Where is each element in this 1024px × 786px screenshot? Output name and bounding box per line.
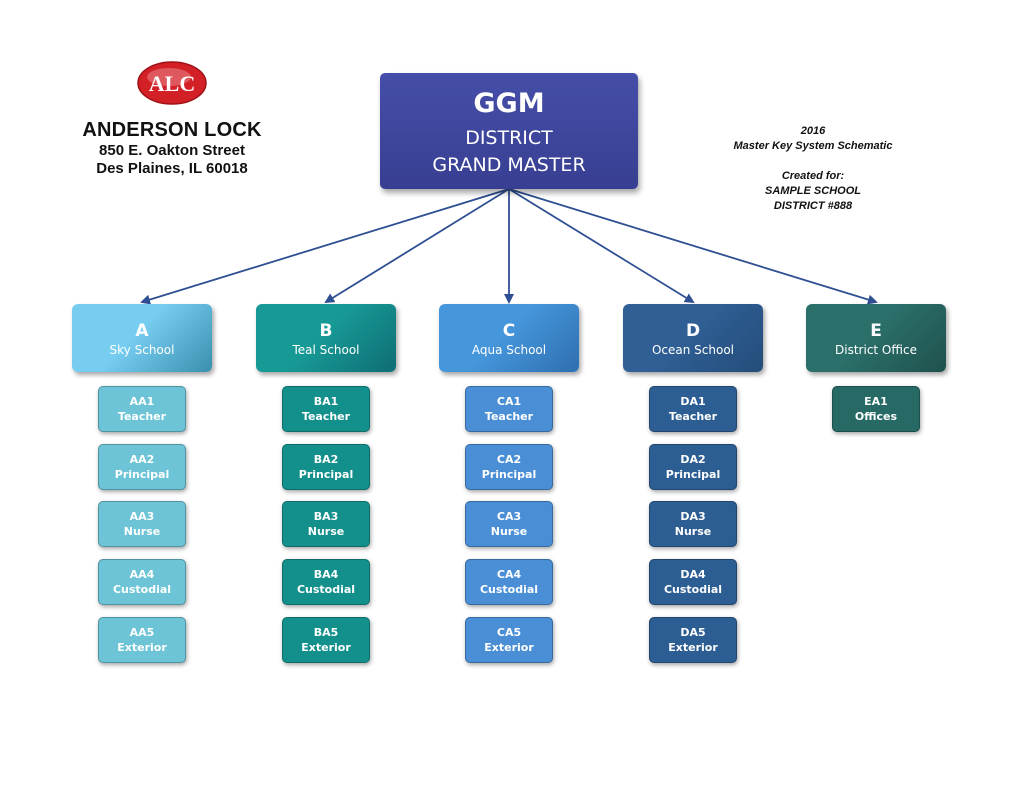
connector-arrow-a xyxy=(140,188,510,305)
group-letter: D xyxy=(685,321,701,341)
key-role: Custodial xyxy=(663,583,723,596)
grand-master-code: GGM xyxy=(473,88,545,119)
key-role: Exterior xyxy=(668,641,718,654)
connector-arrow-b xyxy=(324,188,510,304)
key-code: CA2 xyxy=(496,453,522,466)
info-year: 2016 xyxy=(800,125,826,137)
key-code: BA3 xyxy=(313,510,339,523)
key-code: AA1 xyxy=(129,395,155,408)
group-box-d: D Ocean School xyxy=(623,304,763,372)
key-code: BA4 xyxy=(313,568,339,581)
key-code: AA5 xyxy=(129,626,155,639)
key-role: Exterior xyxy=(484,641,534,654)
info-title: Master Key System Schematic xyxy=(733,140,893,152)
key-role: Teacher xyxy=(117,410,167,423)
key-code: CA3 xyxy=(496,510,522,523)
group-box-e: E District Office xyxy=(806,304,946,372)
group-letter: E xyxy=(870,321,882,341)
key-code: EA1 xyxy=(864,395,888,408)
key-role: Principal xyxy=(114,468,170,481)
key-code: DA3 xyxy=(680,510,706,523)
key-code: CA5 xyxy=(496,626,522,639)
key-role: Principal xyxy=(665,468,721,481)
key-role: Teacher xyxy=(484,410,534,423)
key-role: Nurse xyxy=(490,525,528,538)
key-role: Nurse xyxy=(123,525,161,538)
key-role: Offices xyxy=(854,410,898,423)
key-role: Nurse xyxy=(674,525,712,538)
key-code: DA1 xyxy=(680,395,706,408)
key-role: Custodial xyxy=(479,583,539,596)
key-code: AA3 xyxy=(129,510,155,523)
group-letter: A xyxy=(135,321,149,341)
info-client-line2: DISTRICT #888 xyxy=(773,200,853,212)
group-name: Teal School xyxy=(292,343,360,357)
key-code: BA1 xyxy=(313,395,339,408)
logo-text: ALC xyxy=(149,71,195,96)
group-name: Aqua School xyxy=(471,343,547,357)
group-box-a: A Sky School xyxy=(72,304,212,372)
key-role: Teacher xyxy=(668,410,718,423)
key-role: Principal xyxy=(481,468,537,481)
key-role: Exterior xyxy=(301,641,351,654)
key-code: BA2 xyxy=(313,453,339,466)
key-code: DA2 xyxy=(680,453,706,466)
key-code: AA2 xyxy=(129,453,155,466)
group-letter: C xyxy=(502,321,516,341)
company-address-line2: Des Plaines, IL 60018 xyxy=(96,160,248,177)
grand-master-box: GGM DISTRICT GRAND MASTER xyxy=(380,73,638,189)
group-name: Sky School xyxy=(109,343,175,357)
group-name: Ocean School xyxy=(651,343,735,357)
company-block: ANDERSON LOCK 850 E. Oakton Street Des P… xyxy=(60,118,284,178)
connector-arrow-d xyxy=(508,188,695,304)
company-name: ANDERSON LOCK xyxy=(82,119,262,141)
key-code: DA5 xyxy=(680,626,706,639)
group-box-b: B Teal School xyxy=(256,304,396,372)
key-role: Exterior xyxy=(117,641,167,654)
group-name: District Office xyxy=(835,343,917,357)
group-letter: B xyxy=(319,321,333,341)
key-code: DA4 xyxy=(680,568,706,581)
grand-master-line1: DISTRICT xyxy=(465,127,553,149)
info-client-line1: SAMPLE SCHOOL xyxy=(765,185,861,197)
key-code: AA4 xyxy=(129,568,155,581)
key-role: Nurse xyxy=(307,525,345,538)
info-created-for: Created for: xyxy=(781,170,845,182)
key-role: Custodial xyxy=(296,583,356,596)
key-code: CA4 xyxy=(496,568,522,581)
schematic-info: 2016 Master Key System Schematic Created… xyxy=(700,124,926,214)
key-role: Teacher xyxy=(301,410,351,423)
key-role: Custodial xyxy=(112,583,172,596)
key-role: Principal xyxy=(298,468,354,481)
anderson-lock-logo: ALC xyxy=(137,61,207,105)
key-code: CA1 xyxy=(496,395,522,408)
company-address-line1: 850 E. Oakton Street xyxy=(99,142,245,159)
key-code: BA5 xyxy=(313,626,339,639)
group-box-c: C Aqua School xyxy=(439,304,579,372)
grand-master-line2: GRAND MASTER xyxy=(432,154,586,176)
